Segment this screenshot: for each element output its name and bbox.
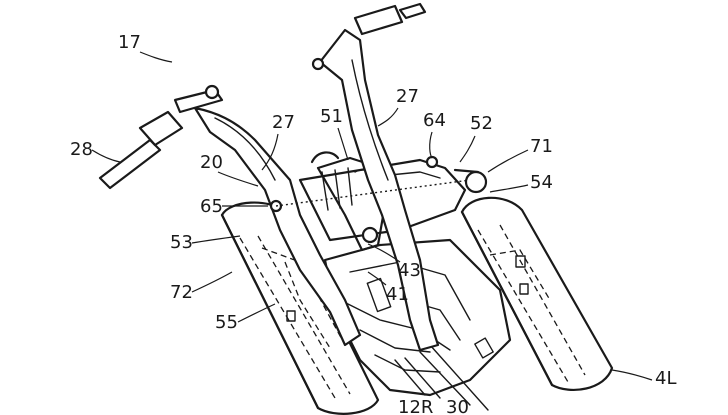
leader-64 bbox=[429, 131, 433, 159]
leader-41 bbox=[367, 271, 387, 286]
label-20: 20 bbox=[200, 152, 223, 173]
leader-17 bbox=[139, 51, 173, 63]
label-51: 51 bbox=[320, 106, 343, 127]
central-body bbox=[298, 158, 512, 411]
label-17: 17 bbox=[118, 32, 141, 53]
leader-55 bbox=[237, 303, 276, 323]
leader-54 bbox=[489, 184, 529, 193]
label-64: 64 bbox=[423, 110, 446, 131]
right-handlebar-arm bbox=[311, 2, 440, 352]
pivot-mechanism bbox=[310, 151, 441, 252]
label-65: 65 bbox=[200, 196, 223, 217]
label-55: 55 bbox=[215, 312, 238, 333]
label-28: 28 bbox=[70, 139, 93, 160]
leader-51 bbox=[337, 127, 349, 161]
leader-20 bbox=[217, 171, 259, 187]
label-41: 41 bbox=[386, 284, 409, 305]
label-27a: 27 bbox=[272, 112, 295, 133]
label-43: 43 bbox=[398, 260, 421, 281]
leader-28 bbox=[91, 149, 121, 163]
label-27b: 27 bbox=[396, 86, 419, 107]
leader-43 bbox=[367, 243, 401, 263]
leader-4L bbox=[611, 369, 653, 381]
leader-71 bbox=[487, 149, 529, 173]
label-54: 54 bbox=[530, 172, 553, 193]
joint-rod bbox=[275, 168, 488, 207]
leader-52 bbox=[459, 135, 476, 163]
leader-27a bbox=[261, 133, 279, 171]
label-72: 72 bbox=[170, 282, 193, 303]
label-30: 30 bbox=[446, 397, 469, 415]
label-71: 71 bbox=[530, 136, 553, 157]
label-53: 53 bbox=[170, 232, 193, 253]
label-12R: 12R bbox=[398, 397, 433, 415]
right-cylinder bbox=[460, 196, 614, 392]
leader-53 bbox=[191, 235, 241, 244]
label-4L: 4L bbox=[655, 368, 676, 389]
label-52: 52 bbox=[470, 113, 493, 134]
leader-27b bbox=[377, 107, 399, 127]
leader-72 bbox=[191, 271, 233, 293]
